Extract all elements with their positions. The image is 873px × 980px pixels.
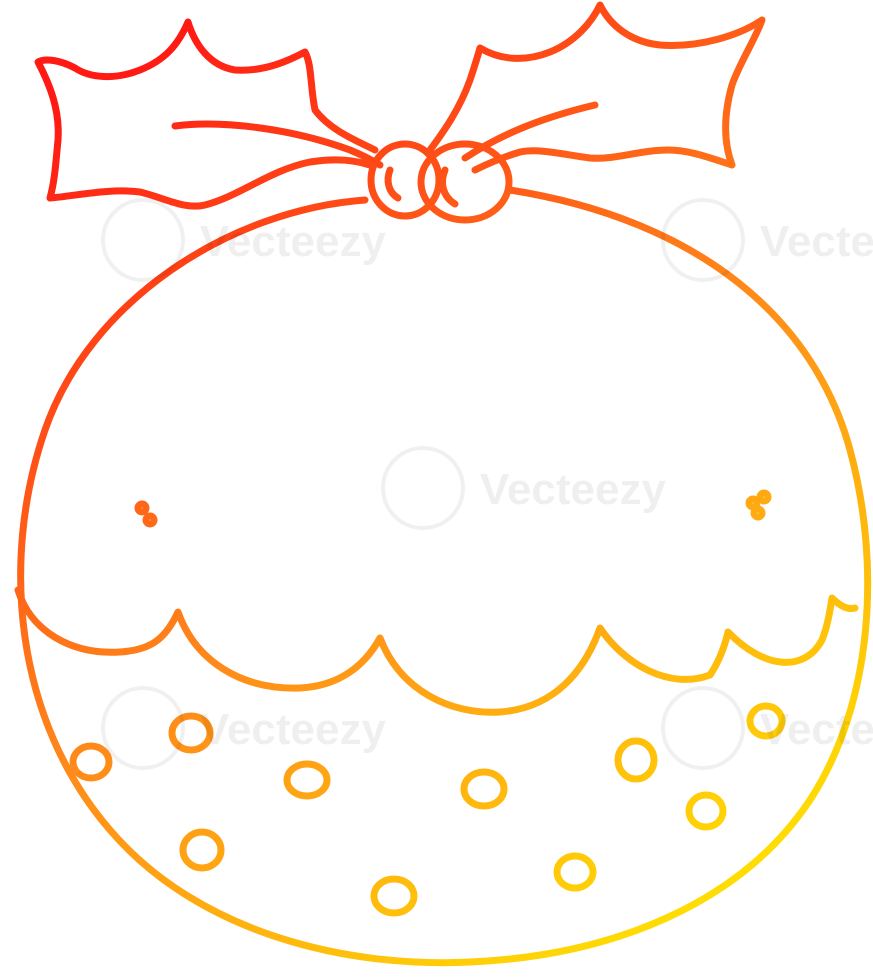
watermark: Vecteezy Vecteezy Vecteezy Vecteezy Vect… bbox=[101, 198, 873, 770]
raisin bbox=[179, 828, 225, 872]
raisin bbox=[168, 712, 214, 754]
holly-leaf-right-vein bbox=[461, 101, 599, 162]
svg-text:Vecteezy: Vecteezy bbox=[480, 465, 666, 514]
holly-leaf-left bbox=[34, 18, 379, 210]
holly-leaf-right bbox=[426, 1, 766, 174]
svg-text:Vecteezy: Vecteezy bbox=[200, 217, 386, 266]
svg-text:Vecteezy: Vecteezy bbox=[200, 705, 386, 754]
icing-speck-right bbox=[745, 489, 772, 521]
svg-text:Vecteezy: Vecteezy bbox=[760, 705, 873, 754]
raisin bbox=[746, 702, 786, 740]
holly-leaf-left-vein bbox=[171, 120, 384, 169]
svg-text:Vecteezy: Vecteezy bbox=[760, 217, 873, 266]
icing-drip-edge bbox=[14, 586, 859, 716]
raisin bbox=[614, 737, 658, 783]
raisin bbox=[370, 875, 418, 917]
holly-berry-right-highlight bbox=[439, 166, 459, 208]
icing-speck-left bbox=[134, 500, 158, 528]
raisin bbox=[553, 852, 597, 892]
holly-berry-left bbox=[367, 140, 443, 220]
pudding-body-outline bbox=[17, 186, 872, 967]
holly-berry-left-highlight bbox=[384, 166, 402, 202]
raisin bbox=[460, 768, 508, 810]
raisin bbox=[283, 760, 331, 800]
raisin bbox=[685, 791, 727, 831]
holly-berry-right bbox=[417, 140, 513, 224]
raisin bbox=[69, 742, 113, 782]
